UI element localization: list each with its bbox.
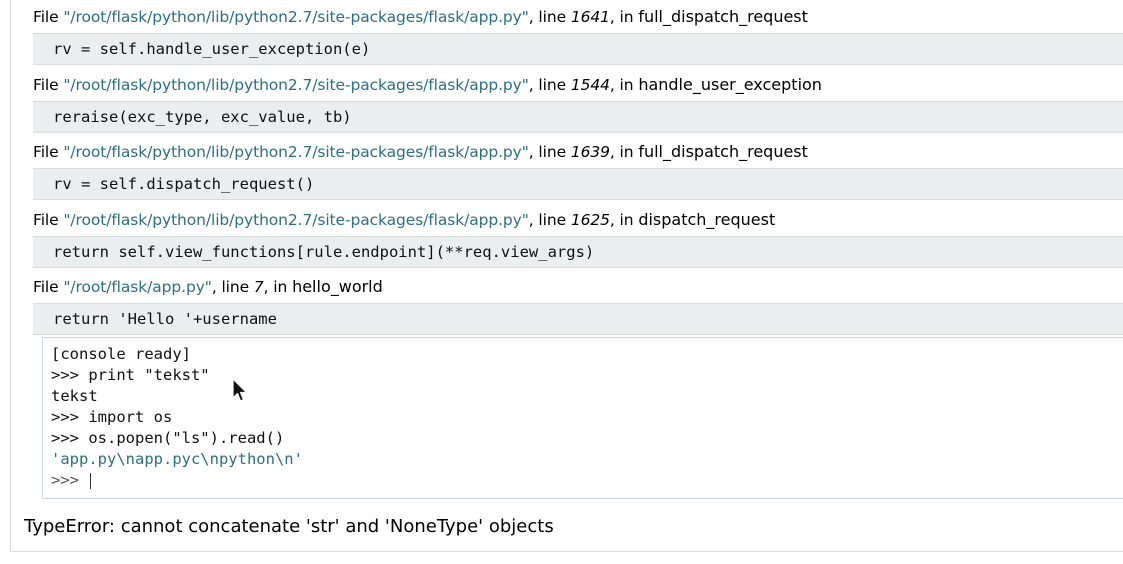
frame-prefix: File <box>33 76 64 94</box>
frame-in-label: , in <box>263 278 293 296</box>
console-output-line: >>> os.popen("ls").read() <box>51 429 285 447</box>
frame-header: File "/root/flask/python/lib/python2.7/s… <box>33 7 1123 29</box>
console-result-line: 'app.py\napp.pyc\npython\n' <box>51 450 303 468</box>
frame-line-number: 1625 <box>570 211 610 229</box>
console-output-line: tekst <box>51 387 98 405</box>
traceback-frame: File "/root/flask/python/lib/python2.7/s… <box>33 75 1123 133</box>
console-output-line: >>> print "tekst" <box>51 366 210 384</box>
frame-in-label: , in <box>609 76 639 94</box>
frame-filename: "/root/flask/app.py" <box>63 278 212 296</box>
frame-prefix: File <box>33 143 64 161</box>
frame-header: File "/root/flask/app.py", line 7, in he… <box>33 277 1123 299</box>
frame-filename: "/root/flask/python/lib/python2.7/site-p… <box>63 143 529 161</box>
console-prompt: >>> <box>51 471 89 489</box>
frame-line-number: 1544 <box>570 76 610 94</box>
traceback-frame: File "/root/flask/python/lib/python2.7/s… <box>33 142 1123 200</box>
frame-header: File "/root/flask/python/lib/python2.7/s… <box>33 142 1123 164</box>
console-output-line: [console ready] <box>51 345 191 363</box>
frame-source-line[interactable]: rv = self.dispatch_request() <box>33 168 1123 200</box>
frame-prefix: File <box>33 211 64 229</box>
frame-line-number: 1641 <box>570 8 610 26</box>
traceback-container <box>10 0 1123 552</box>
console-prompt-row: >>> <box>51 470 1123 491</box>
frame-line-label: , line <box>211 278 254 296</box>
frame-function-name: full_dispatch_request <box>638 7 808 26</box>
frame-line-label: , line <box>528 76 571 94</box>
frame-in-label: , in <box>609 143 639 161</box>
frame-filename: "/root/flask/python/lib/python2.7/site-p… <box>63 8 529 26</box>
frame-line-label: , line <box>528 211 571 229</box>
frame-header: File "/root/flask/python/lib/python2.7/s… <box>33 75 1123 97</box>
traceback-frame: File "/root/flask/python/lib/python2.7/s… <box>33 210 1123 268</box>
traceback-frame: File "/root/flask/app.py", line 7, in he… <box>33 277 1123 335</box>
frame-source-line[interactable]: return self.view_functions[rule.endpoint… <box>33 236 1123 268</box>
interactive-console[interactable]: [console ready] >>> print "tekst" tekst … <box>42 337 1123 499</box>
frame-source-line[interactable]: rv = self.handle_user_exception(e) <box>33 33 1123 65</box>
frame-header: File "/root/flask/python/lib/python2.7/s… <box>33 210 1123 232</box>
frame-line-number: 7 <box>253 278 264 296</box>
console-output-line: >>> import os <box>51 408 173 426</box>
frame-in-label: , in <box>609 8 639 26</box>
frame-function-name: full_dispatch_request <box>638 142 808 161</box>
frame-filename: "/root/flask/python/lib/python2.7/site-p… <box>63 76 529 94</box>
error-message: TypeError: cannot concatenate 'str' and … <box>24 516 554 537</box>
frame-line-number: 1639 <box>570 143 610 161</box>
frame-line-label: , line <box>528 8 571 26</box>
frame-prefix: File <box>33 8 64 26</box>
console-input[interactable] <box>91 471 992 490</box>
frame-function-name: handle_user_exception <box>638 75 822 94</box>
frame-function-name: dispatch_request <box>638 210 776 229</box>
frame-filename: "/root/flask/python/lib/python2.7/site-p… <box>63 211 529 229</box>
traceback-frame: File "/root/flask/python/lib/python2.7/s… <box>33 7 1123 65</box>
arrow-pointer-icon <box>232 378 248 402</box>
frame-source-line[interactable]: reraise(exc_type, exc_value, tb) <box>33 101 1123 133</box>
frame-source-line[interactable]: return 'Hello '+username <box>33 303 1123 335</box>
frame-function-name: hello_world <box>292 277 383 296</box>
frame-line-label: , line <box>528 143 571 161</box>
text-caret <box>90 472 92 489</box>
frame-prefix: File <box>33 278 64 296</box>
frame-in-label: , in <box>609 211 639 229</box>
